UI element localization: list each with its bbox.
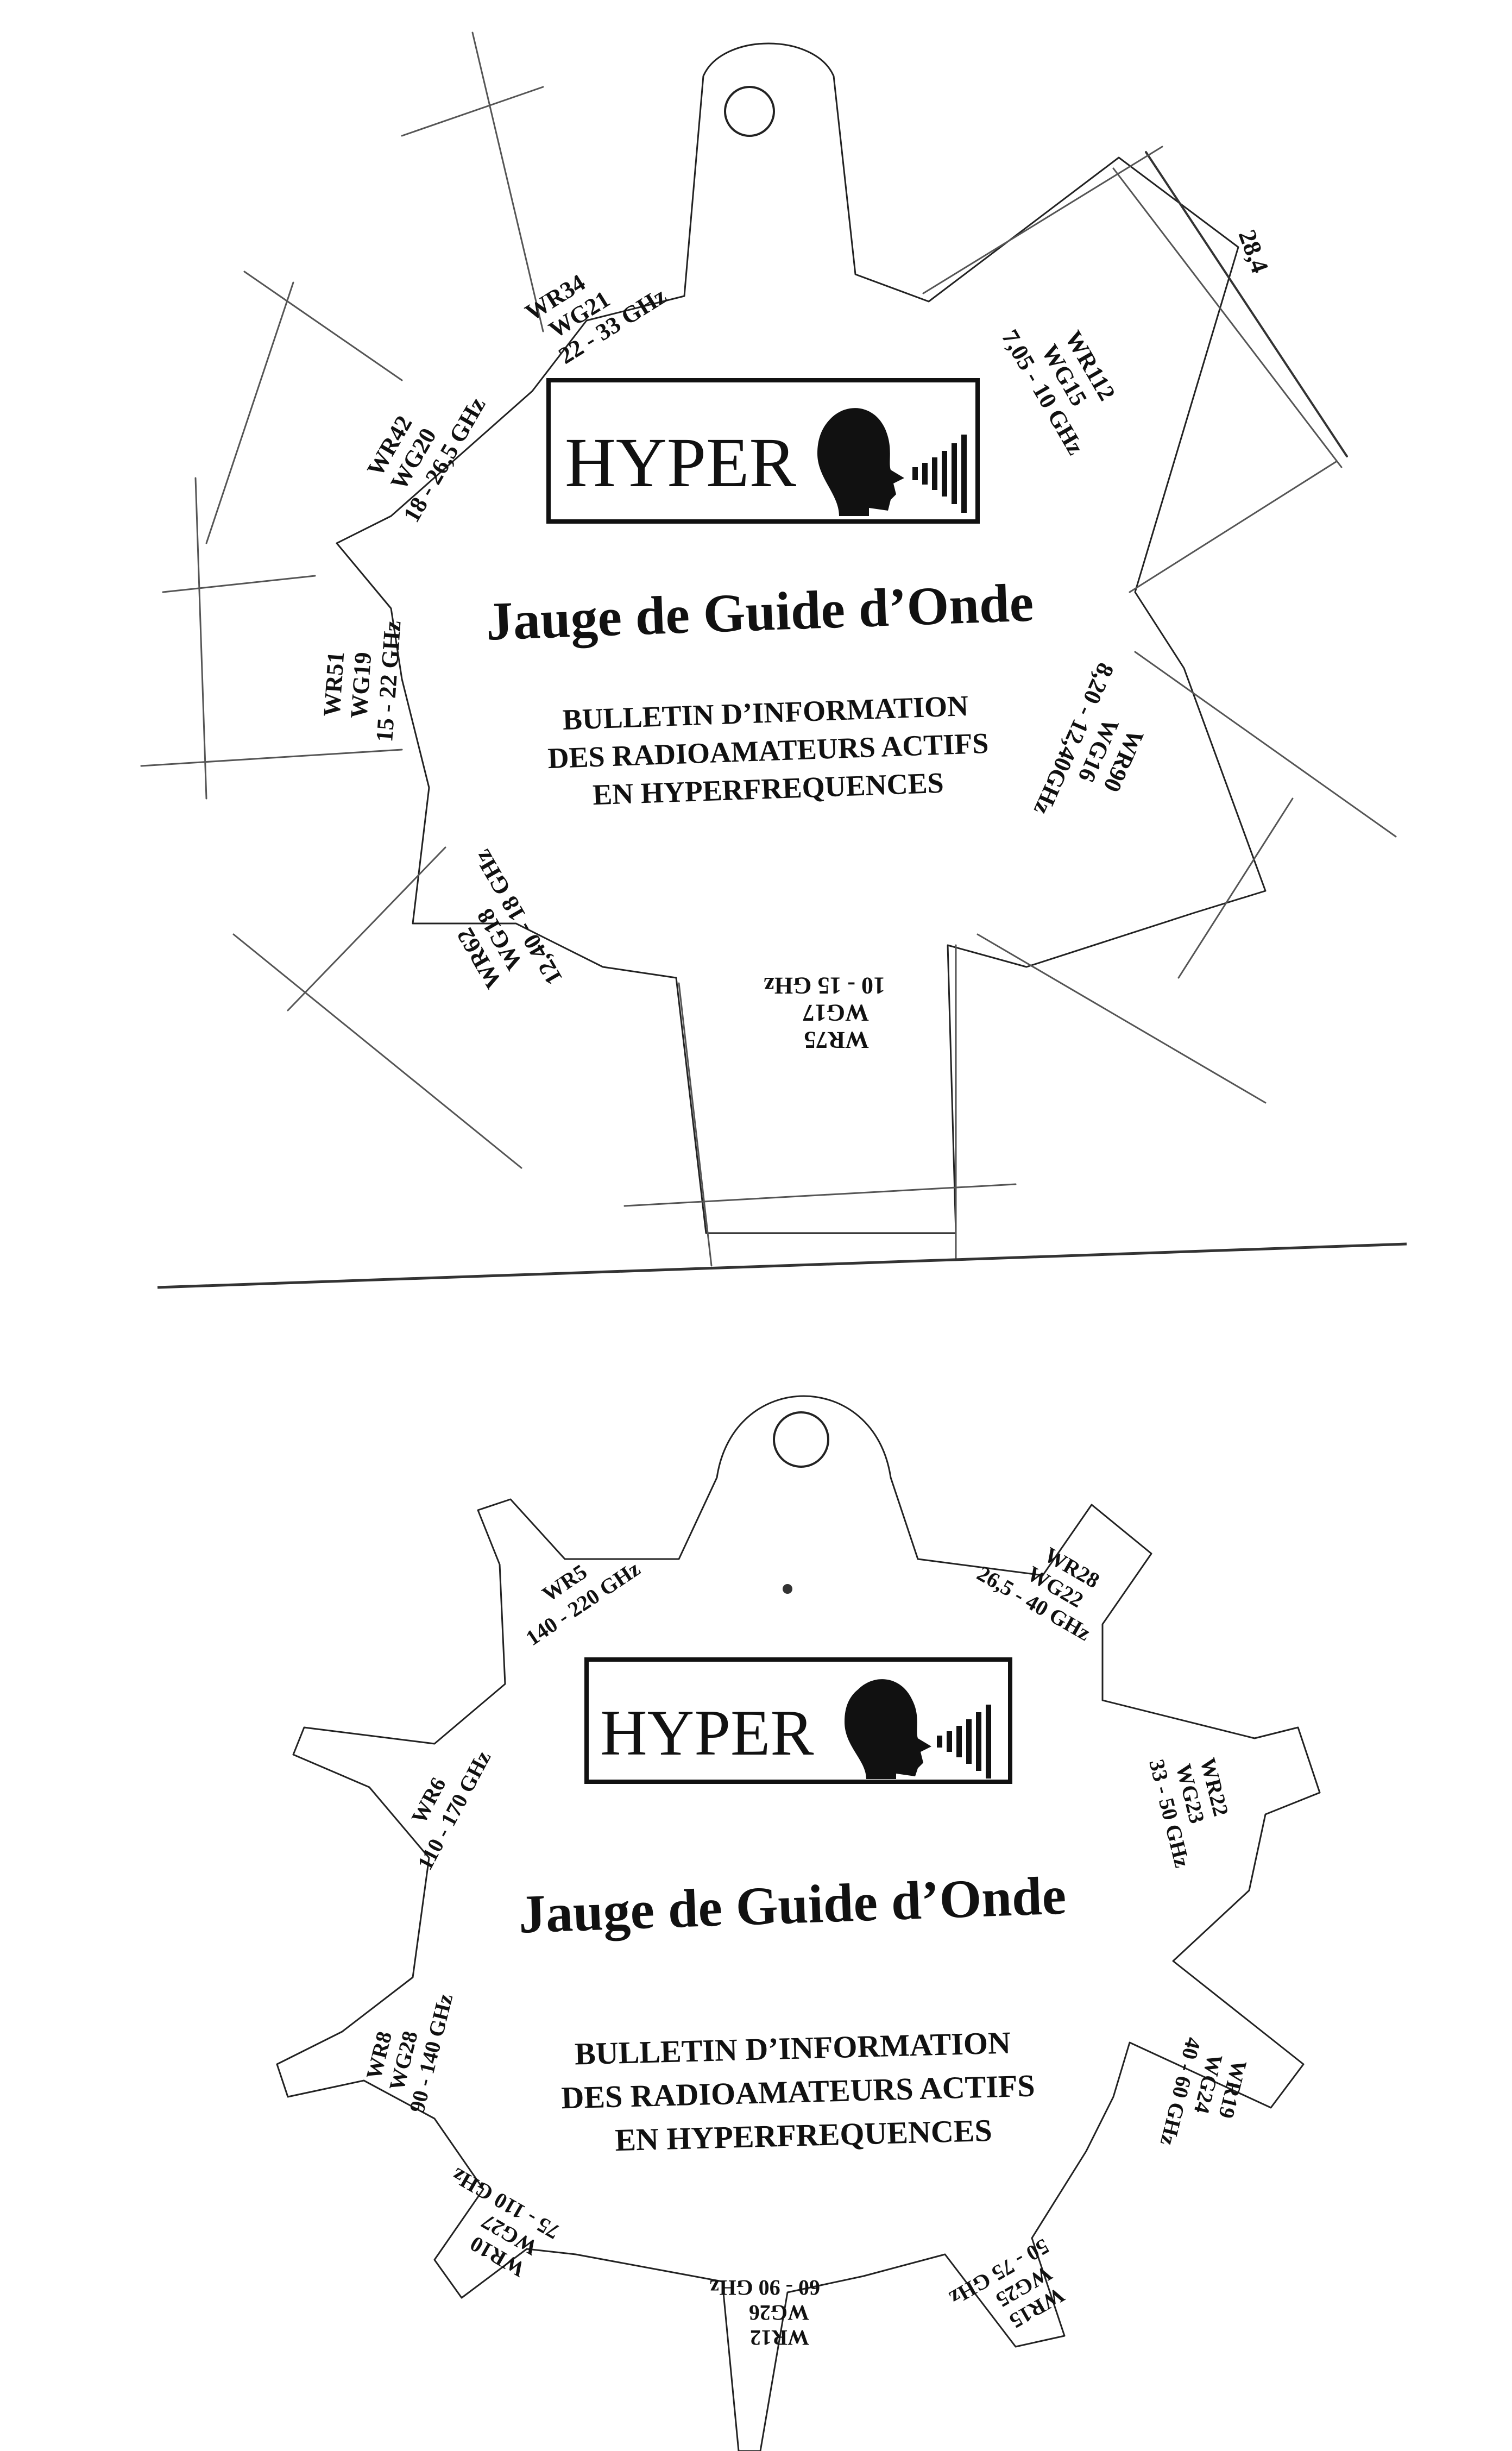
svg-text:WR75: WR75 bbox=[804, 1027, 869, 1053]
gauge-1-pencil-lines bbox=[140, 32, 1397, 1267]
gauge-1-guide-wr75: WR75 WG17 10 - 15 GHz bbox=[764, 972, 885, 1053]
gauge-1-logo-text: HYPER bbox=[565, 424, 796, 502]
gauge-1-annotation: 28,4 bbox=[1233, 226, 1274, 276]
gauge-2-head-icon bbox=[845, 1679, 931, 1779]
gauge-2-outline bbox=[276, 1395, 1321, 2451]
gauge-2-guide-wr12: WR12 WG26 60 - 90 GHz bbox=[710, 2276, 820, 2350]
svg-text:15 - 22 GHz: 15 - 22 GHz bbox=[371, 620, 406, 743]
gauge-1-head-icon bbox=[817, 408, 904, 516]
svg-text:WG26: WG26 bbox=[749, 2301, 809, 2325]
svg-text:WR51: WR51 bbox=[318, 651, 349, 718]
gauge-1-guide-wr51: WR51 WG19 15 - 22 GHz bbox=[318, 620, 406, 743]
gauge-2-logo-text: HYPER bbox=[600, 1696, 814, 1769]
svg-text:60 - 90 GHz: 60 - 90 GHz bbox=[710, 2276, 820, 2300]
gauge-1: 28,4 HYPER Jauge de Guide d’Onde BULLETI… bbox=[140, 32, 1397, 1267]
gauge-1-sound-waves-icon bbox=[912, 435, 967, 513]
gauge-2-center-mark bbox=[783, 1584, 792, 1594]
svg-text:WR12: WR12 bbox=[750, 2326, 809, 2350]
gauge-2-sound-waves-icon bbox=[937, 1705, 991, 1778]
gauge-1-outline bbox=[336, 42, 1267, 1234]
svg-text:WG17: WG17 bbox=[803, 1000, 869, 1026]
gauge-2-hang-hole bbox=[773, 1411, 829, 1468]
gauge-2-logo: HYPER bbox=[584, 1657, 1012, 1784]
page-fold-line bbox=[157, 1242, 1407, 1289]
gauge-1-hang-hole bbox=[724, 86, 775, 137]
svg-text:WG19: WG19 bbox=[345, 651, 376, 719]
svg-text:10 - 15 GHz: 10 - 15 GHz bbox=[764, 972, 885, 999]
gauge-1-logo: HYPER bbox=[546, 378, 980, 524]
gauge-2: HYPER Jauge de Guide d’Onde BULLETIN D’I… bbox=[276, 1395, 1321, 2451]
